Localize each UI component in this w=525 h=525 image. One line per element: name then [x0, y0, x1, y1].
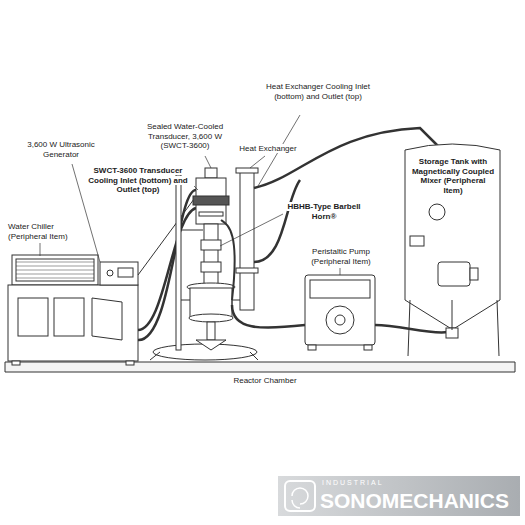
cooling-hose: [254, 180, 300, 262]
part-label: SWCT-3600 Transducer Cooling Inlet (bott…: [83, 166, 193, 195]
logo: [278, 476, 520, 516]
process-hose: [232, 305, 305, 328]
floor: [5, 362, 515, 372]
part-label: Peristaltic Pump (Peripheral Item): [300, 247, 382, 266]
label-text: Heat Exchanger: [239, 144, 296, 153]
label-text: Reactor Chamber: [233, 376, 296, 385]
label-text: SONOMECHANICS: [320, 489, 509, 512]
leader-lines: [40, 115, 340, 275]
cooling-hose: [138, 208, 196, 330]
process-hose: [221, 220, 235, 300]
process-hose: [375, 325, 448, 333]
label-text: Peristaltic Pump (Peripheral Item): [311, 247, 371, 266]
part-label: Water Chiller (Peripheral Item): [8, 222, 80, 241]
part-label: Storage Tank with Magnetically Coupled M…: [410, 157, 496, 195]
label-text: 3,600 W Ultrasonic Generator: [27, 140, 95, 159]
label-text: HBHB-Type Barbell Horn®: [287, 202, 360, 221]
label-text: SWCT-3600 Transducer Cooling Inlet (bott…: [88, 166, 188, 194]
label-text: Storage Tank with Magnetically Coupled M…: [412, 157, 494, 195]
ultrasonic-generator: [100, 262, 138, 285]
water-chiller: [8, 255, 138, 365]
reactor-chamber: [187, 283, 235, 350]
watermark: INDUSTRIAL: [322, 479, 422, 487]
label-text: Heat Exchanger Cooling Inlet (bottom) an…: [266, 82, 370, 101]
barbell-horn: [201, 224, 221, 286]
part-label: HBHB-Type Barbell Horn®: [284, 202, 364, 221]
part-label: Heat Exchanger: [233, 144, 303, 154]
label-text: Water Chiller (Peripheral Item): [8, 222, 68, 241]
storage-tank: [405, 144, 500, 356]
part-label: Reactor Chamber: [215, 376, 315, 386]
label-text: Sealed Water-Cooled Transducer, 3,600 W …: [147, 122, 223, 150]
heat-exchanger: [232, 168, 258, 310]
part-label: Heat Exchanger Cooling Inlet (bottom) an…: [258, 82, 378, 101]
transducer: [193, 168, 229, 224]
part-label: Sealed Water-Cooled Transducer, 3,600 W …: [135, 122, 235, 151]
label-text: INDUSTRIAL: [322, 479, 384, 486]
part-label: 3,600 W Ultrasonic Generator: [20, 140, 102, 159]
watermark: SONOMECHANICS: [320, 488, 516, 513]
cooling-hose: [138, 190, 196, 340]
peristaltic-pump: [305, 275, 375, 350]
